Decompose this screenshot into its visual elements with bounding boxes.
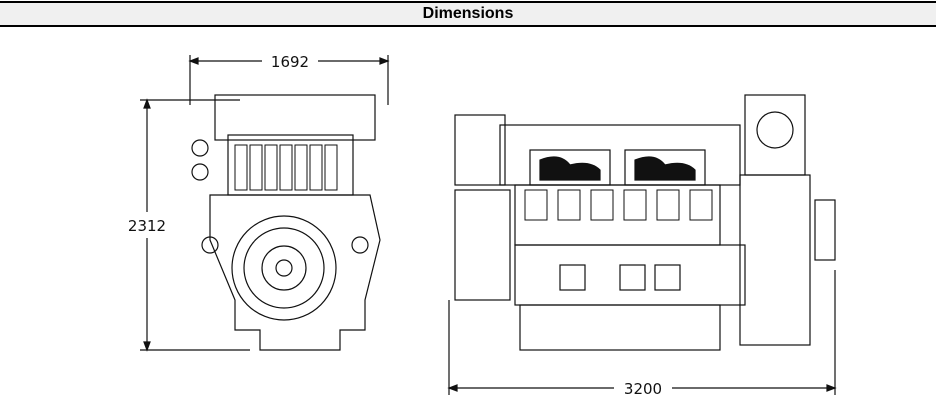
side-view: 3200: [447, 94, 837, 398]
height-dimension-label: 2312: [128, 217, 166, 235]
front-view: 1692 2312: [128, 53, 390, 352]
width-dimension-label: 1692: [271, 53, 309, 71]
section-header: Dimensions: [0, 1, 936, 27]
length-dimension-label: 3200: [624, 380, 662, 398]
section-title: Dimensions: [422, 5, 514, 22]
